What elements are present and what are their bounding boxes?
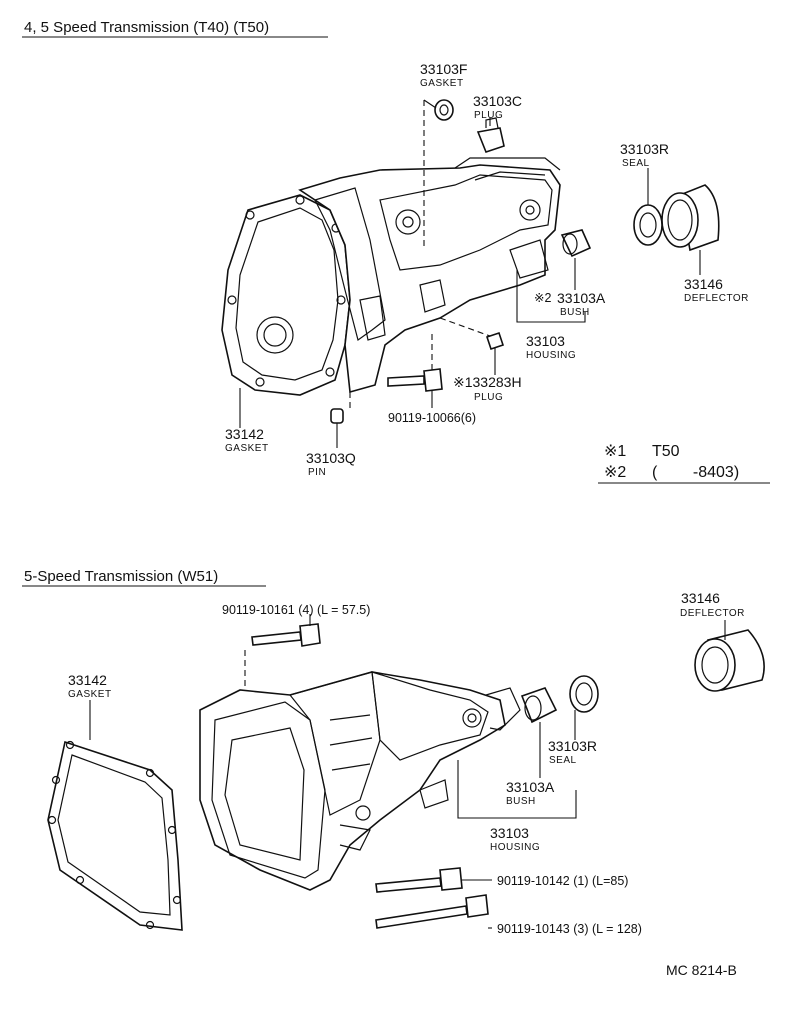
label-33103-bottom: 33103 [490, 825, 529, 841]
leader-housing-bottom [457, 760, 577, 819]
label-gasket-bottom: GASKET [68, 689, 112, 700]
label-bolt-10143: 90119-10143 (3) (L = 128) [497, 922, 642, 936]
bush-33103A-top [560, 229, 592, 258]
label-33103A-top: 33103A [557, 290, 606, 306]
gasket-33103F [434, 99, 454, 121]
label-deflector-bottom: DEFLECTOR [680, 608, 745, 619]
label-gasket-top: GASKET [225, 443, 269, 454]
housing-33103-top [298, 157, 561, 394]
label-33103R-bottom: 33103R [548, 738, 597, 754]
label-33103Q: 33103Q [306, 450, 356, 466]
seal-33103R-top [633, 204, 663, 246]
label-33283H: ※133283H [453, 374, 522, 390]
footer-code: MC 8214-B [666, 962, 737, 978]
note-1-text: T50 [652, 443, 680, 460]
label-33142-top: 33142 [225, 426, 264, 442]
label-seal-bottom: SEAL [549, 755, 577, 766]
label-bush-mark: ※2 [534, 291, 551, 305]
pin-33103Q [330, 408, 344, 424]
gasket-33142-top [221, 194, 351, 396]
label-housing-bottom: HOUSING [490, 842, 540, 853]
label-plug-c: PLUG [474, 110, 503, 121]
deflector-33146-bottom [694, 629, 765, 692]
bolt-90119-10142 [375, 867, 463, 893]
seal-33103R-bottom [569, 675, 599, 713]
label-seal-top: SEAL [622, 158, 650, 169]
label-33142-bottom: 33142 [68, 672, 107, 688]
label-33103-top: 33103 [526, 333, 565, 349]
note-1-mark: ※1 [604, 443, 626, 460]
label-pin: PIN [308, 467, 326, 478]
label-33103R-top: 33103R [620, 141, 669, 157]
label-bolt-10142: 90119-10142 (1) (L=85) [497, 874, 628, 888]
label-plug-h: PLUG [474, 392, 503, 403]
housing-33103-bottom [199, 671, 521, 891]
label-deflector-top: DEFLECTOR [684, 293, 749, 304]
plug-33103C [476, 117, 505, 153]
label-33146-bottom: 33146 [681, 590, 720, 606]
label-bush-top: BUSH [560, 307, 590, 318]
leader-housing [516, 270, 586, 323]
label-bolt-10161: 90119-10161 (4) (L = 57.5) [222, 603, 370, 617]
bolt-90119-10161 [251, 623, 321, 647]
label-bush-bottom: BUSH [506, 796, 536, 807]
label-33146-top: 33146 [684, 276, 723, 292]
top-section-title: 4, 5 Speed Transmission (T40) (T50) [24, 19, 269, 36]
plug-33283H [485, 331, 505, 351]
bolt-90119-10066 [387, 368, 443, 392]
bolt-90119-10143 [375, 894, 489, 929]
deflector-33146-top [661, 184, 720, 252]
label-33103A-bottom: 33103A [506, 779, 555, 795]
bush-33103A-bottom [520, 687, 558, 724]
bottom-section-title: 5-Speed Transmission (W51) [24, 568, 218, 585]
label-33103F: 33103F [420, 61, 467, 77]
label-bolt-10066: 90119-10066(6) [388, 411, 476, 425]
label-gasket-f: GASKET [420, 78, 464, 89]
gasket-33142-bottom [47, 740, 183, 931]
leader-gasket-f-tip [423, 99, 437, 109]
label-33103C: 33103C [473, 93, 522, 109]
note-2-text: ( -8403) [652, 464, 739, 481]
label-housing-top: HOUSING [526, 350, 576, 361]
note-2-mark: ※2 [604, 464, 626, 481]
applicability-notes: ※1 T50 ※2 ( -8403) [598, 443, 770, 484]
leader-plug-h-dash [439, 317, 491, 337]
